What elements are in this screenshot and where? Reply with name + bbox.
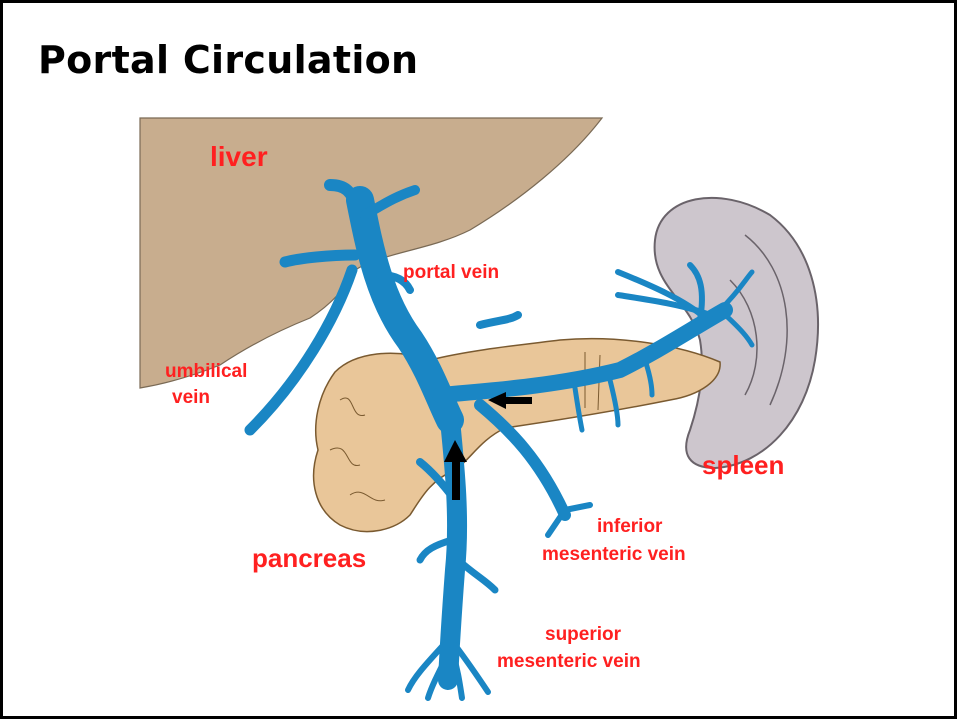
label-superior-mesenteric-vein-line1: superior (545, 624, 622, 645)
label-pancreas: pancreas (252, 543, 366, 573)
label-umbilical-vein-line2: vein (172, 387, 210, 408)
label-inferior-mesenteric-vein-line1: inferior (597, 516, 663, 537)
label-liver: liver (210, 141, 268, 172)
label-superior-mesenteric-vein-line2: mesenteric vein (497, 651, 641, 672)
label-inferior-mesenteric-vein-line2: mesenteric vein (542, 544, 686, 565)
label-portal-vein: portal vein (403, 262, 499, 283)
label-umbilical-vein-line1: umbilical (165, 361, 247, 382)
label-spleen: spleen (702, 450, 784, 480)
